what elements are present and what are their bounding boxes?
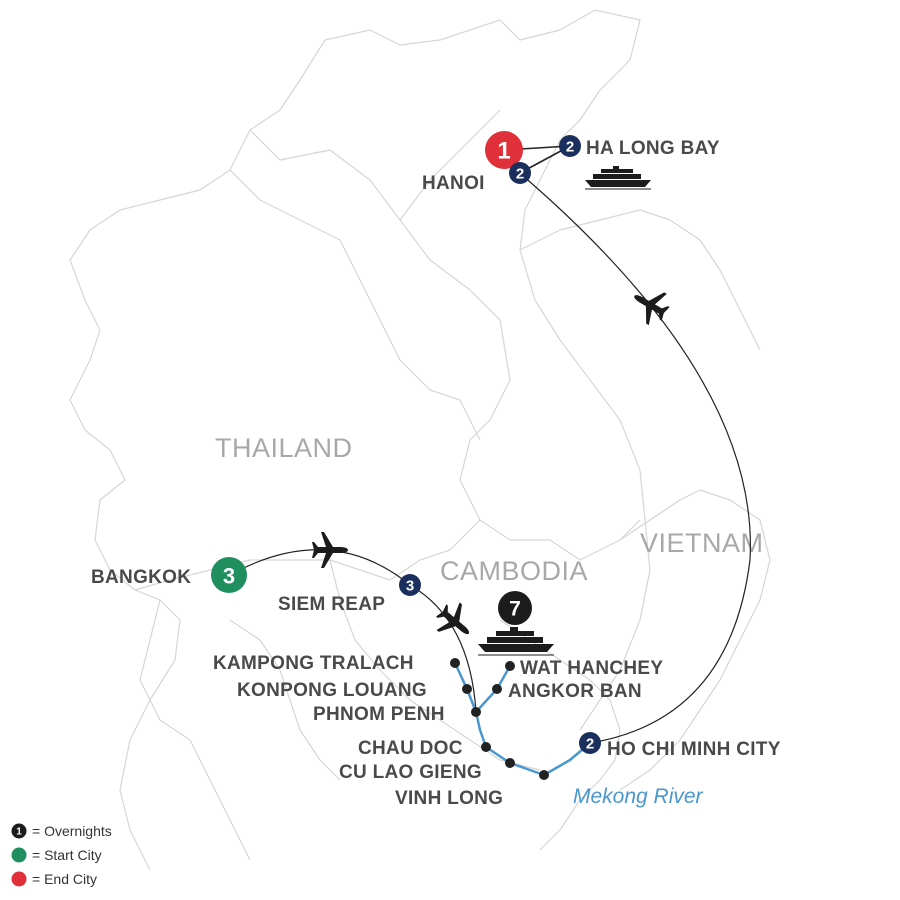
stop-dot-kampong-tralach[interactable] bbox=[450, 658, 460, 668]
city-label-ho-chi-minh-city: HO CHI MINH CITY bbox=[607, 739, 781, 760]
city-label-hanoi: HANOI bbox=[422, 173, 485, 194]
city-label-bangkok: BANGKOK bbox=[91, 567, 191, 588]
stop-dot-konpong-louang[interactable] bbox=[462, 684, 472, 694]
flight-route-bangkok-siem-reap bbox=[229, 549, 411, 586]
city-label-cu-lao-gieng: CU LAO GIENG bbox=[339, 762, 482, 783]
mekong-cruise-route bbox=[453, 662, 591, 777]
stop-dot-wat-hanchey[interactable] bbox=[505, 661, 515, 671]
ship-icon bbox=[478, 627, 554, 656]
legend-overnights: 1 = Overnights bbox=[11, 823, 112, 839]
svg-text:7: 7 bbox=[509, 598, 521, 621]
city-label-phnom-penh: PHNOM PENH bbox=[313, 704, 445, 725]
start-city-badge-bangkok[interactable]: 3 bbox=[211, 557, 247, 593]
svg-text:2: 2 bbox=[586, 736, 594, 753]
stop-dot-angkor-ban[interactable] bbox=[492, 684, 502, 694]
svg-text:1: 1 bbox=[497, 138, 510, 165]
svg-text:2: 2 bbox=[566, 139, 574, 156]
city-label-angkor-ban: ANGKOR BAN bbox=[508, 681, 642, 702]
airplane-icon bbox=[436, 602, 470, 635]
overnight-badge-ha-long-bay[interactable]: 2 bbox=[559, 135, 581, 157]
country-label-thailand: THAILAND bbox=[215, 433, 353, 463]
overnight-badge-hanoi[interactable]: 2 bbox=[509, 162, 531, 184]
svg-text:2: 2 bbox=[516, 166, 524, 183]
svg-text:3: 3 bbox=[223, 564, 235, 589]
country-borders bbox=[69, 9, 771, 871]
legend-overnights-label: = Overnights bbox=[32, 823, 112, 839]
river-label-mekong: Mekong River bbox=[573, 785, 704, 808]
country-label-cambodia: CAMBODIA bbox=[440, 556, 588, 586]
stop-dot-chau-doc[interactable] bbox=[481, 742, 491, 752]
airplane-icon bbox=[312, 532, 348, 568]
cruise-overnights-badge[interactable]: 7 bbox=[498, 591, 532, 625]
city-label-kampong-tralach: KAMPONG TRALACH bbox=[213, 653, 414, 674]
svg-text:1: 1 bbox=[16, 827, 22, 838]
overnight-badge-siem-reap[interactable]: 3 bbox=[399, 574, 421, 596]
flight-route-siem-reap-phnom-penh bbox=[409, 584, 477, 713]
flight-route-hcmc-hanoi bbox=[521, 174, 751, 744]
svg-text:3: 3 bbox=[406, 578, 414, 595]
legend-start-city: = Start City bbox=[11, 847, 102, 863]
stop-dot-vinh-long[interactable] bbox=[539, 770, 549, 780]
airplane-icon bbox=[634, 292, 670, 326]
legend: 1 = Overnights = Start City = End City bbox=[11, 823, 112, 887]
stop-dot-cu-lao-gieng[interactable] bbox=[505, 758, 515, 768]
city-label-konpong-louang: KONPONG LOUANG bbox=[237, 680, 427, 701]
city-label-wat-hanchey: WAT HANCHEY bbox=[520, 658, 663, 679]
end-city-badge-hanoi[interactable]: 1 bbox=[485, 131, 523, 169]
legend-end-city-label: = End City bbox=[32, 871, 97, 887]
city-label-chau-doc: CHAU DOC bbox=[358, 738, 463, 759]
overnight-badge-ho-chi-minh-city[interactable]: 2 bbox=[579, 732, 601, 754]
city-label-siem-reap: SIEM REAP bbox=[278, 594, 385, 615]
legend-end-city: = End City bbox=[11, 871, 97, 887]
city-label-vinh-long: VINH LONG bbox=[395, 788, 503, 809]
legend-start-city-label: = Start City bbox=[32, 847, 102, 863]
stop-dot-phnom-penh[interactable] bbox=[471, 707, 481, 717]
ship-icon bbox=[585, 166, 651, 190]
city-label-ha-long-bay: HA LONG BAY bbox=[586, 138, 720, 159]
country-label-vietnam: VIETNAM bbox=[640, 528, 764, 558]
